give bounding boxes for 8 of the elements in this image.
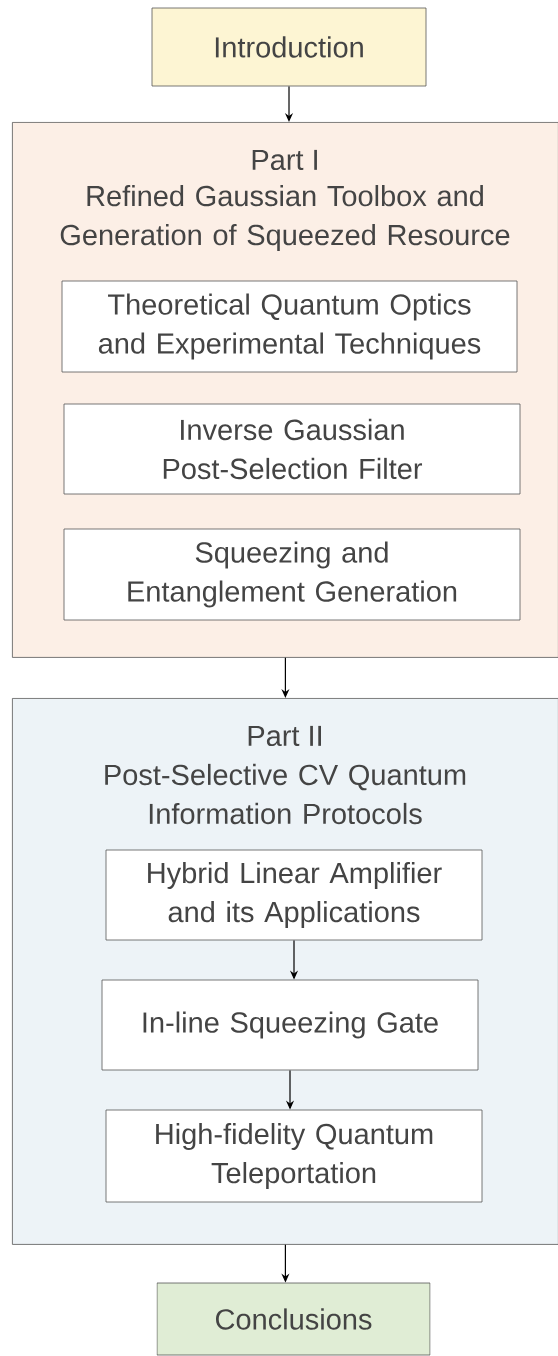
process-box: Hybrid Linear Amplifier and its Applications bbox=[105, 849, 483, 941]
process-box: Squeezing and Entanglement Generation bbox=[63, 528, 521, 621]
terminal-box: Conclusions bbox=[156, 1282, 431, 1356]
process-box: Theoretical Quantum Optics and Experimental Techniques bbox=[61, 280, 518, 373]
process-box: In-line Squeezing Gate bbox=[101, 979, 479, 1071]
process-box: Inverse Gaussian Post-Selection Filter bbox=[63, 403, 521, 495]
process-box: High-fidelity Quantum Teleportation bbox=[105, 1109, 483, 1203]
terminal-box: Introduction bbox=[151, 7, 427, 87]
